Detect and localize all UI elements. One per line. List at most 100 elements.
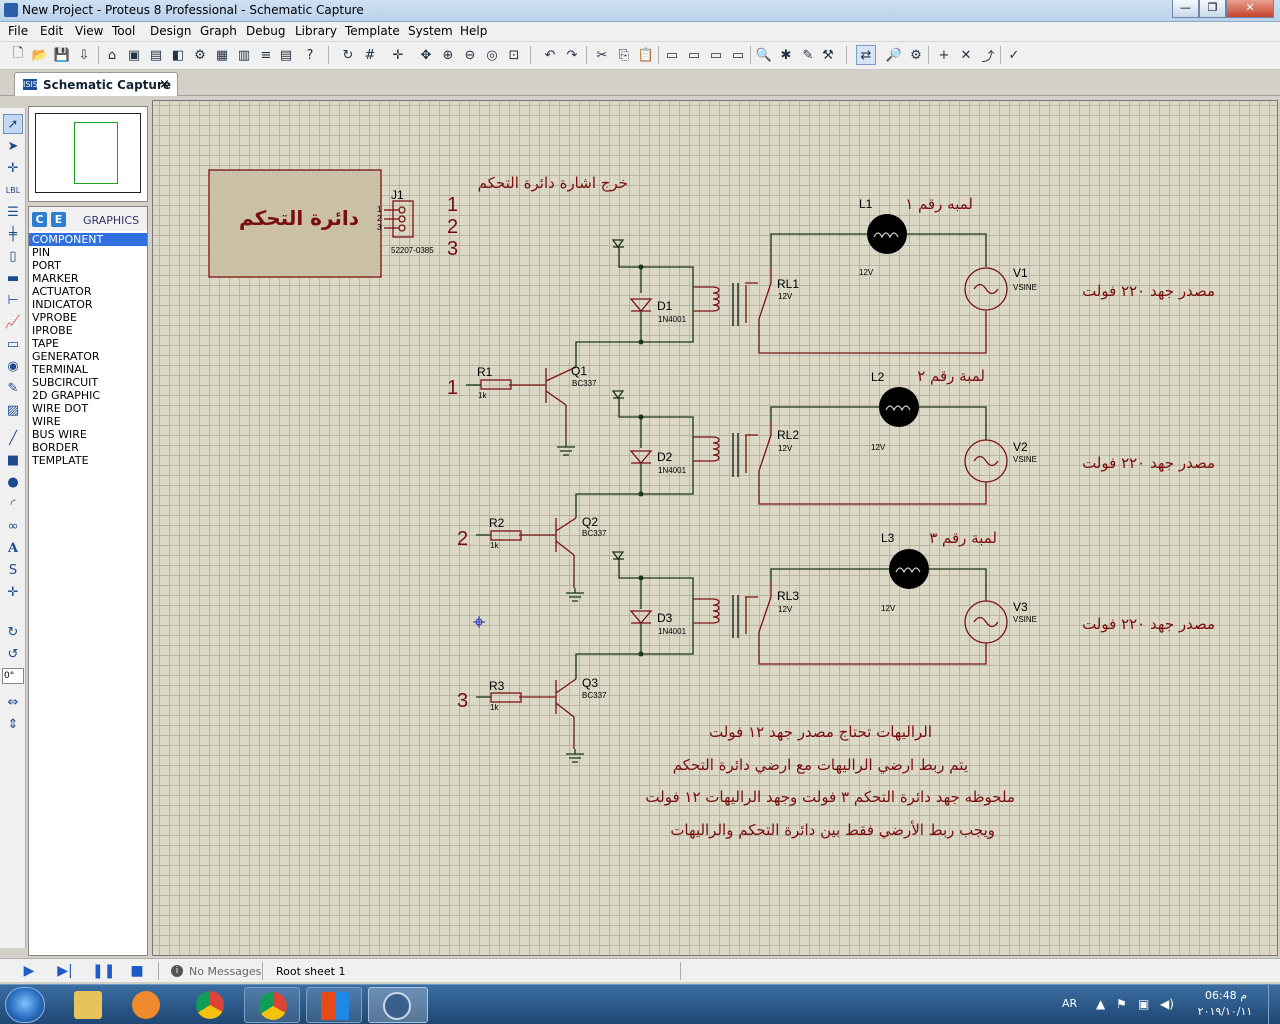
block-delete-icon[interactable]: ▭: [731, 47, 745, 63]
menu-file[interactable]: File: [8, 24, 29, 38]
paste-icon[interactable]: 📋: [637, 47, 655, 63]
list-item[interactable]: PORT: [32, 259, 61, 272]
menu-system[interactable]: System: [408, 24, 453, 38]
menu-library[interactable]: Library: [295, 24, 337, 38]
pan-icon[interactable]: ✥: [420, 47, 432, 63]
junction-dot-icon[interactable]: ✛: [7, 160, 19, 176]
list-item[interactable]: TEMPLATE: [32, 454, 89, 467]
import-icon[interactable]: ⇩: [78, 47, 90, 63]
help-icon[interactable]: ?: [306, 47, 314, 63]
taskbar-chrome-1[interactable]: [182, 987, 238, 1023]
marker-icon[interactable]: ✛: [7, 584, 19, 600]
menu-tool[interactable]: Tool: [112, 24, 136, 38]
list-item[interactable]: PIN: [32, 246, 51, 259]
play-icon[interactable]: ▶: [23, 963, 35, 979]
wire-label-icon[interactable]: LBL: [5, 185, 21, 195]
tab-close-icon[interactable]: ×: [159, 77, 170, 92]
rotate-clockwise-icon[interactable]: ↻: [7, 624, 19, 640]
zoom-out-icon[interactable]: ⊖: [464, 47, 476, 63]
clock-date[interactable]: ٢٠١٩/١٠/١١: [1197, 1005, 1253, 1018]
show-desktop-button[interactable]: [1268, 985, 1280, 1024]
tab-schematic-capture[interactable]: ISIS Schematic Capture ×: [14, 72, 178, 96]
grid-icon[interactable]: #: [364, 47, 376, 63]
tray-expand-icon[interactable]: ▲: [1096, 997, 1106, 1011]
list-item[interactable]: 2D GRAPHIC: [32, 389, 101, 402]
remove-sheet-icon[interactable]: ✕: [960, 47, 972, 63]
terminal-icon[interactable]: ▬: [6, 270, 20, 286]
step-icon[interactable]: ▶|: [57, 963, 73, 979]
minimize-button[interactable]: —: [1172, 0, 1199, 18]
open-folder-icon[interactable]: 📂: [31, 47, 49, 63]
list-item[interactable]: BUS WIRE: [32, 428, 87, 441]
menu-view[interactable]: View: [75, 24, 104, 38]
schematic-editing-window[interactable]: دائرة التحكم J1 1 2 3 52207-0385 1 2 3 خ…: [152, 100, 1278, 956]
list-item[interactable]: WIRE DOT: [32, 402, 89, 415]
menu-debug[interactable]: Debug: [246, 24, 286, 38]
redo-icon[interactable]: ↷: [566, 47, 578, 63]
connector-j1[interactable]: [384, 200, 414, 238]
ares-icon[interactable]: ▤: [149, 47, 163, 63]
new-file-icon[interactable]: 🗋: [12, 46, 24, 61]
zoom-all-icon[interactable]: ◎: [486, 47, 498, 63]
decompose-icon[interactable]: ⚒: [822, 47, 834, 63]
list-item[interactable]: TAPE: [32, 337, 59, 350]
mirror-horizontal-icon[interactable]: ⇔: [7, 694, 19, 710]
zoom-area-icon[interactable]: ⊡: [508, 47, 520, 63]
pick-device-icon[interactable]: 🔍: [755, 47, 773, 63]
text-icon[interactable]: A: [7, 540, 19, 556]
3d-view-icon[interactable]: ◧: [171, 47, 185, 63]
generator-icon[interactable]: ◉: [7, 358, 19, 374]
list-item[interactable]: BORDER: [32, 441, 79, 454]
property-assign-icon[interactable]: ⚙: [910, 47, 922, 63]
menu-help[interactable]: Help: [460, 24, 488, 38]
list-item[interactable]: MARKER: [32, 272, 79, 285]
stop-icon[interactable]: ■: [130, 963, 144, 979]
graph-icon[interactable]: 📈: [4, 314, 22, 330]
path-icon[interactable]: ∞: [7, 518, 19, 534]
package-tool-icon[interactable]: ✎: [802, 47, 814, 63]
overview-viewport[interactable]: [74, 122, 118, 184]
control-circuit-block[interactable]: [208, 169, 382, 278]
line-icon[interactable]: ╱: [9, 430, 17, 446]
network-icon[interactable]: ▣: [1138, 997, 1150, 1011]
circle-icon[interactable]: ●: [7, 474, 19, 490]
selection-mode-icon[interactable]: ➚: [3, 114, 23, 134]
virtual-instrument-icon[interactable]: ▨: [6, 402, 20, 418]
flag-icon[interactable]: ⚑: [1116, 997, 1127, 1011]
message-status[interactable]: No Messages: [189, 965, 262, 978]
taskbar-media-player[interactable]: [118, 987, 174, 1023]
menu-template[interactable]: Template: [345, 24, 400, 38]
component-mode-icon[interactable]: ➤: [7, 138, 19, 154]
language-indicator[interactable]: AR: [1062, 997, 1078, 1010]
clock-time[interactable]: 06:48 م: [1204, 989, 1247, 1002]
taskbar-chrome-2[interactable]: [244, 987, 300, 1023]
close-button[interactable]: ✕: [1226, 0, 1274, 18]
isis-icon[interactable]: ▣: [127, 47, 141, 63]
netlist-icon[interactable]: ≡: [260, 47, 272, 63]
notes-icon[interactable]: ▤: [279, 47, 293, 63]
list-item[interactable]: IPROBE: [32, 324, 73, 337]
cut-icon[interactable]: ✂: [596, 47, 608, 63]
taskbar-explorer[interactable]: [60, 987, 116, 1023]
list-item[interactable]: COMPONENT: [29, 233, 147, 246]
new-sheet-icon[interactable]: +: [938, 47, 950, 63]
list-item[interactable]: TERMINAL: [32, 363, 88, 376]
list-item[interactable]: INDICATOR: [32, 298, 93, 311]
zoom-in-icon[interactable]: ⊕: [442, 47, 454, 63]
wire-autorouter-icon[interactable]: ⇄: [856, 45, 876, 65]
overview-window[interactable]: [28, 106, 148, 202]
schematic-drawing[interactable]: دائرة التحكم J1 1 2 3 52207-0385 1 2 3 خ…: [153, 101, 1277, 955]
undo-icon[interactable]: ↶: [544, 47, 556, 63]
subcircuit-icon[interactable]: ▯: [9, 248, 17, 264]
menu-design[interactable]: Design: [150, 24, 192, 38]
block-rotate-icon[interactable]: ▭: [709, 47, 723, 63]
start-button[interactable]: [5, 987, 45, 1023]
home-icon[interactable]: ⌂: [107, 47, 117, 63]
voltage-probe-icon[interactable]: ✎: [7, 380, 19, 396]
mirror-vertical-icon[interactable]: ⇕: [7, 716, 19, 732]
exit-parent-icon[interactable]: ⤴: [981, 49, 995, 65]
list-item[interactable]: VPROBE: [32, 311, 77, 324]
pick-devices-button[interactable]: C: [32, 212, 47, 227]
bom-icon[interactable]: ▦: [215, 47, 229, 63]
box-icon[interactable]: ■: [6, 452, 20, 468]
